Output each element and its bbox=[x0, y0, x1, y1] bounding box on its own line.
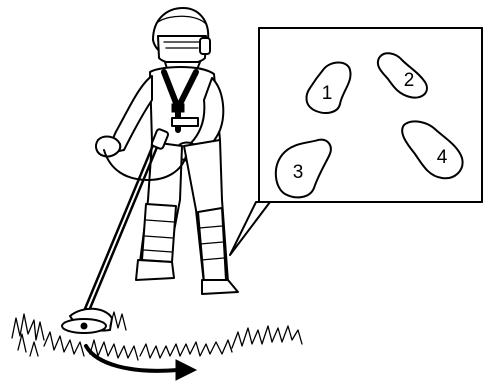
position-label-1: 1 bbox=[322, 83, 333, 104]
grass-patch bbox=[12, 312, 302, 360]
position-label-3: 3 bbox=[293, 162, 304, 183]
position-label-2: 2 bbox=[404, 70, 415, 91]
operator-figure bbox=[96, 8, 238, 294]
position-label-4: 4 bbox=[437, 147, 448, 168]
swing-direction-arrow bbox=[86, 346, 196, 380]
